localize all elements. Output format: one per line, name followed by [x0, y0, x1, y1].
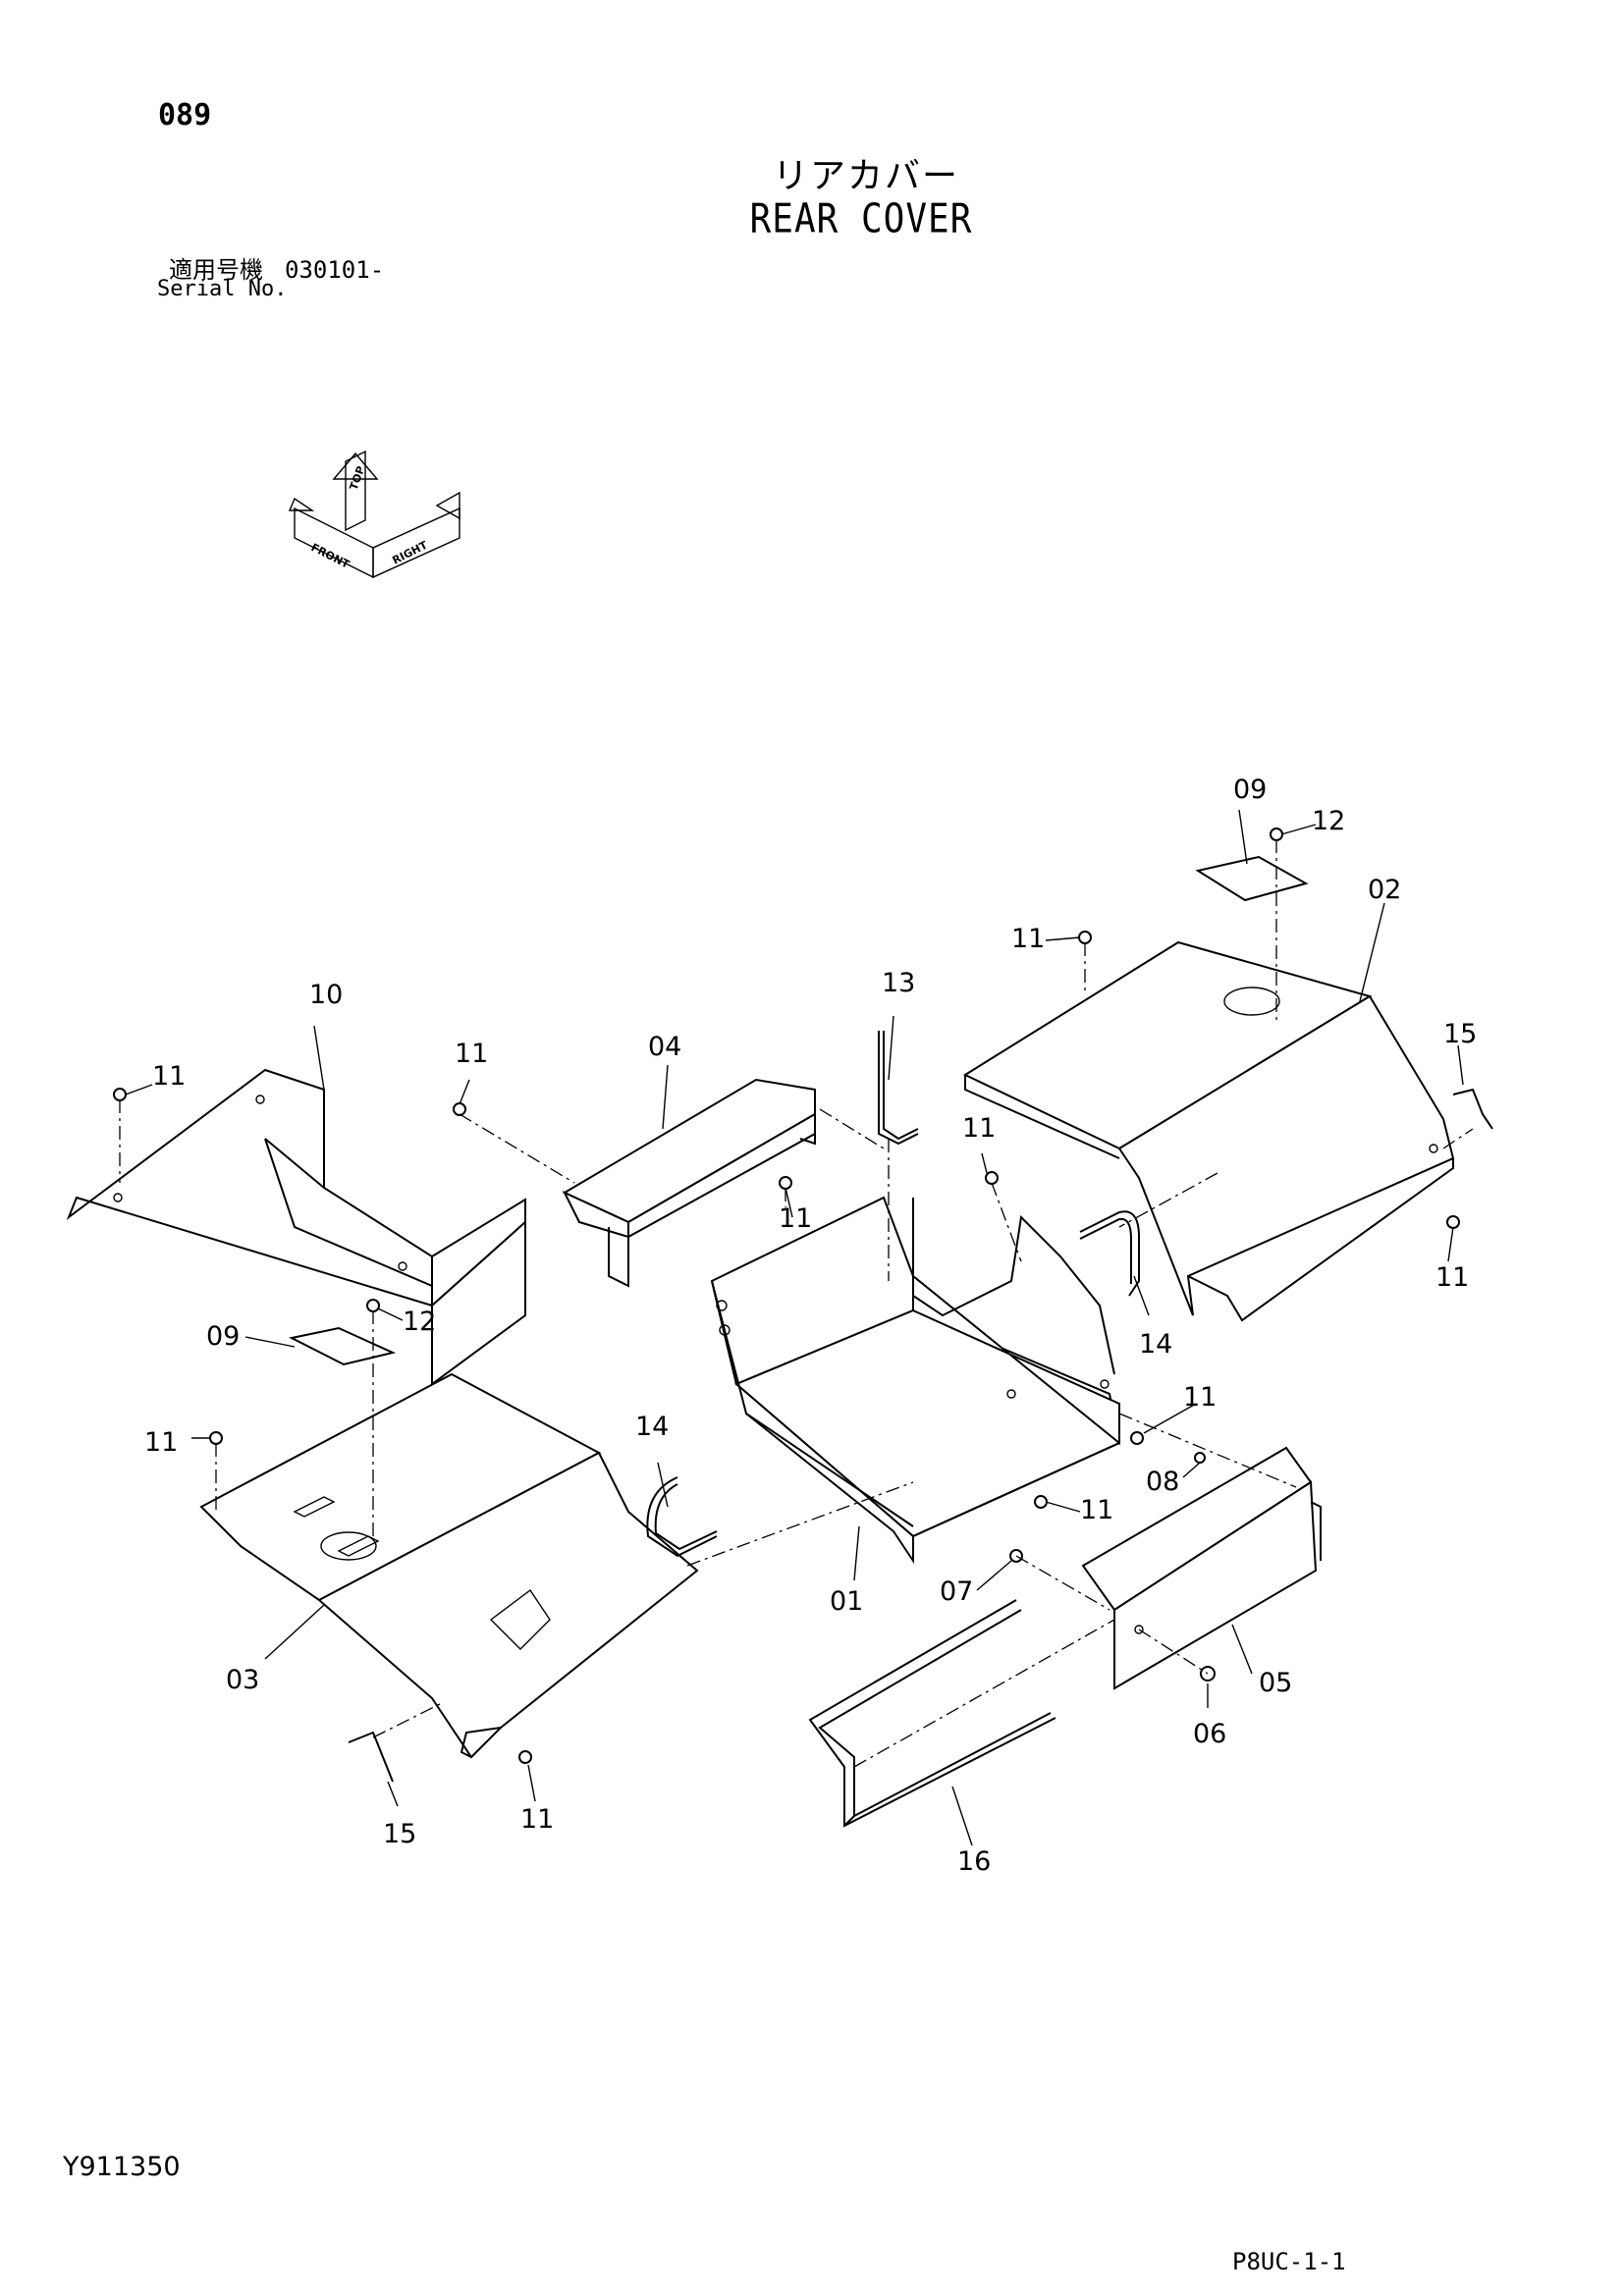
callout-14-left: 14	[635, 1412, 669, 1442]
title-english: REAR COVER	[749, 195, 973, 243]
callout-05: 05	[1259, 1668, 1292, 1698]
serial-label-english: Serial No.	[157, 277, 288, 301]
callout-06: 06	[1193, 1719, 1226, 1749]
part-09-plate-upper	[1195, 855, 1309, 902]
callout-11-lower-mid: 11	[1080, 1495, 1113, 1525]
part-13-handle	[878, 1031, 919, 1146]
callout-15-right: 15	[1443, 1019, 1477, 1049]
callout-09-upper: 09	[1233, 774, 1267, 805]
callout-11-top: 11	[1011, 924, 1045, 954]
orientation-front-label: FRONT	[309, 541, 352, 571]
part-01-frame	[710, 1196, 1121, 1565]
part-10-bracket	[66, 1068, 526, 1386]
part-05-cover	[1081, 1446, 1322, 1690]
orientation-top-label: TOP	[348, 464, 368, 492]
callout-01: 01	[830, 1586, 863, 1617]
part-09-plate-lower	[289, 1326, 397, 1366]
serial-value: 030101-	[285, 256, 385, 284]
document-id: Y911350	[63, 2152, 181, 2182]
callout-11-lower-left: 11	[144, 1427, 178, 1458]
part-03-cover	[199, 1372, 699, 1759]
callout-09-lower: 09	[206, 1321, 240, 1352]
callout-03: 03	[226, 1665, 259, 1695]
part-15-handle-left	[348, 1731, 394, 1783]
part-14-handle-right	[1079, 1210, 1140, 1297]
callout-11-mid-right: 11	[962, 1113, 996, 1144]
callout-12-upper: 12	[1312, 806, 1345, 836]
leader-lines	[125, 809, 1464, 1846]
part-15-handle-right	[1452, 1088, 1493, 1130]
part-04-cover	[562, 1078, 816, 1288]
part-14-handle-left	[646, 1476, 718, 1558]
callout-11-far-left: 11	[152, 1061, 186, 1092]
orientation-indicator: FRONT TOP RIGHT	[288, 450, 460, 579]
title-japanese: リアカバー	[772, 156, 959, 196]
serial-label-japanese: 適用号機	[169, 256, 263, 284]
callout-13: 13	[882, 968, 915, 998]
callout-15-left: 15	[383, 1819, 416, 1849]
callout-11-upper-left: 11	[455, 1039, 488, 1069]
assembly-lines	[119, 839, 1474, 1768]
callout-04: 04	[648, 1032, 681, 1062]
callout-12-lower: 12	[403, 1307, 436, 1337]
callout-11-right: 11	[1435, 1262, 1469, 1293]
callout-07: 07	[940, 1576, 973, 1607]
orientation-right-label: RIGHT	[390, 538, 429, 566]
serial-row: 適用号機 030101-	[169, 250, 384, 285]
callout-11-box: 11	[1183, 1382, 1217, 1413]
callout-10: 10	[309, 980, 343, 1010]
callout-14-right: 14	[1139, 1329, 1172, 1360]
callout-11-bottom: 11	[520, 1804, 554, 1835]
callout-16: 16	[957, 1846, 991, 1877]
callout-11-mid: 11	[779, 1203, 812, 1234]
part-02-cover	[962, 940, 1455, 1322]
callout-08: 08	[1146, 1467, 1179, 1497]
part-16-seal	[808, 1599, 1056, 1828]
page-number: 089	[158, 98, 212, 133]
sheet-id: P8UC-1-1	[1232, 2248, 1346, 2275]
callout-02: 02	[1368, 875, 1401, 905]
